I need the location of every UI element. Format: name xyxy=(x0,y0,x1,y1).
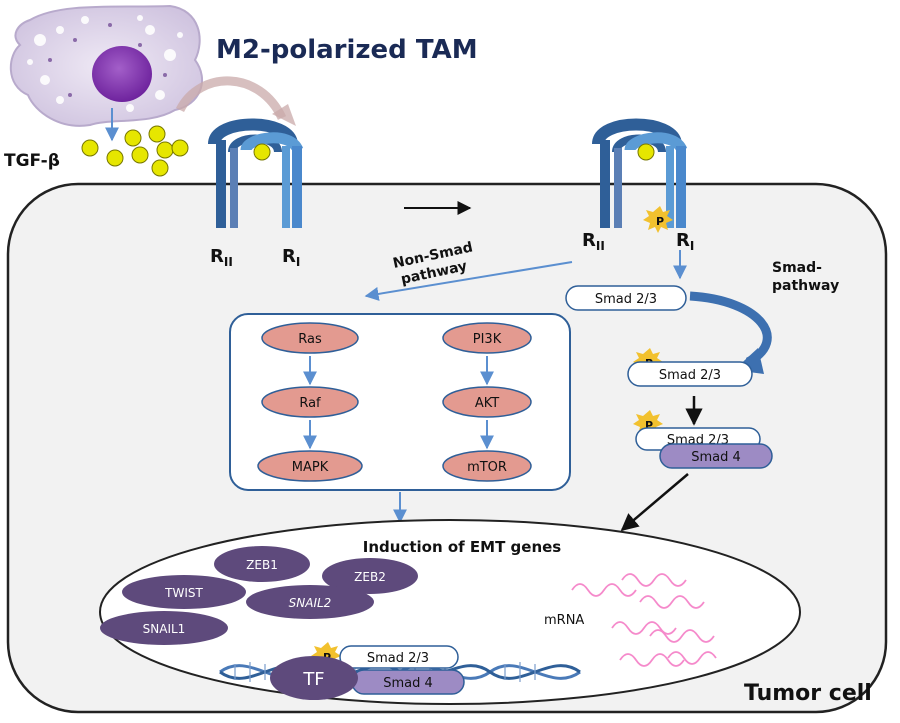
tumor-cell-label: Tumor cell xyxy=(744,681,872,706)
binding-curve-arrow xyxy=(175,76,287,121)
tf-twist: TWIST xyxy=(122,575,246,609)
svg-text:SNAIL2: SNAIL2 xyxy=(289,596,332,610)
kinase-ras: Ras xyxy=(261,322,359,354)
tf-main: TF xyxy=(270,656,358,700)
emt-label: Induction of EMT genes xyxy=(363,538,562,556)
svg-text:ZEB1: ZEB1 xyxy=(246,558,278,572)
svg-text:RII: RII xyxy=(582,230,605,253)
kinase-pi3k: PI3K xyxy=(442,322,532,354)
kinase-mtor: mTOR xyxy=(442,450,532,482)
svg-text:RI: RI xyxy=(282,246,300,269)
smad-pathway-label-2: pathway xyxy=(772,278,839,294)
svg-text:PI3K: PI3K xyxy=(473,332,502,347)
svg-text:RII: RII xyxy=(210,246,233,269)
svg-text:ZEB2: ZEB2 xyxy=(354,570,386,584)
kinase-akt: AKT xyxy=(442,386,532,418)
svg-text:TF: TF xyxy=(302,669,324,690)
tf-snail2: SNAIL2 xyxy=(246,585,374,619)
tf-snail1: SNAIL1 xyxy=(100,611,228,645)
smad23-box-1 xyxy=(565,285,687,311)
nuclear-smad23-label: Smad 2/3 xyxy=(367,651,429,666)
smad23-label-2: Smad 2/3 xyxy=(659,368,721,383)
non-smad-arrow xyxy=(364,261,573,301)
phospho-receptor: P xyxy=(643,206,673,233)
nuclear-smad23-box xyxy=(339,645,459,669)
smad4-box xyxy=(659,443,773,469)
smad4-label: Smad 4 xyxy=(691,450,741,465)
receptor-labels-right: RII RI xyxy=(582,230,694,253)
nuclear-smad4-label: Smad 4 xyxy=(383,676,433,691)
tam-nucleus xyxy=(92,46,152,102)
receptor-labels-left: RII RI xyxy=(210,246,300,269)
tgf-label: TGF-β xyxy=(4,151,60,171)
tam-label: M2-polarized TAM xyxy=(216,35,478,65)
svg-text:Raf: Raf xyxy=(299,396,321,411)
svg-text:TWIST: TWIST xyxy=(164,586,203,600)
svg-text:Ras: Ras xyxy=(298,332,322,347)
smad23-label-1: Smad 2/3 xyxy=(595,292,657,307)
svg-text:mTOR: mTOR xyxy=(467,460,507,475)
svg-text:SNAIL1: SNAIL1 xyxy=(143,622,186,636)
smad-to-nucleus-arrow xyxy=(620,473,689,532)
svg-text:MAPK: MAPK xyxy=(292,460,329,475)
kinase-raf: Raf xyxy=(261,386,359,418)
kinase-mapk: MAPK xyxy=(257,450,363,482)
mrna-label: mRNA xyxy=(544,613,584,628)
receptor-complex-left xyxy=(208,118,304,228)
tf-zeb1: ZEB1 xyxy=(214,546,310,582)
svg-text:RI: RI xyxy=(676,230,694,253)
tam-macrophage xyxy=(9,4,204,127)
smad-pathway-label-1: Smad- xyxy=(772,260,822,276)
svg-text:P: P xyxy=(645,419,653,432)
svg-text:P: P xyxy=(656,215,664,228)
mrna-strands xyxy=(571,573,717,667)
smad23-box-2 xyxy=(627,361,753,387)
tgf-ligands xyxy=(81,125,189,177)
tf-zeb2: ZEB2 xyxy=(322,558,418,594)
receptor-complex-right xyxy=(592,118,688,228)
svg-text:AKT: AKT xyxy=(475,396,499,411)
phosphorylation-curve-arrow xyxy=(689,291,772,366)
